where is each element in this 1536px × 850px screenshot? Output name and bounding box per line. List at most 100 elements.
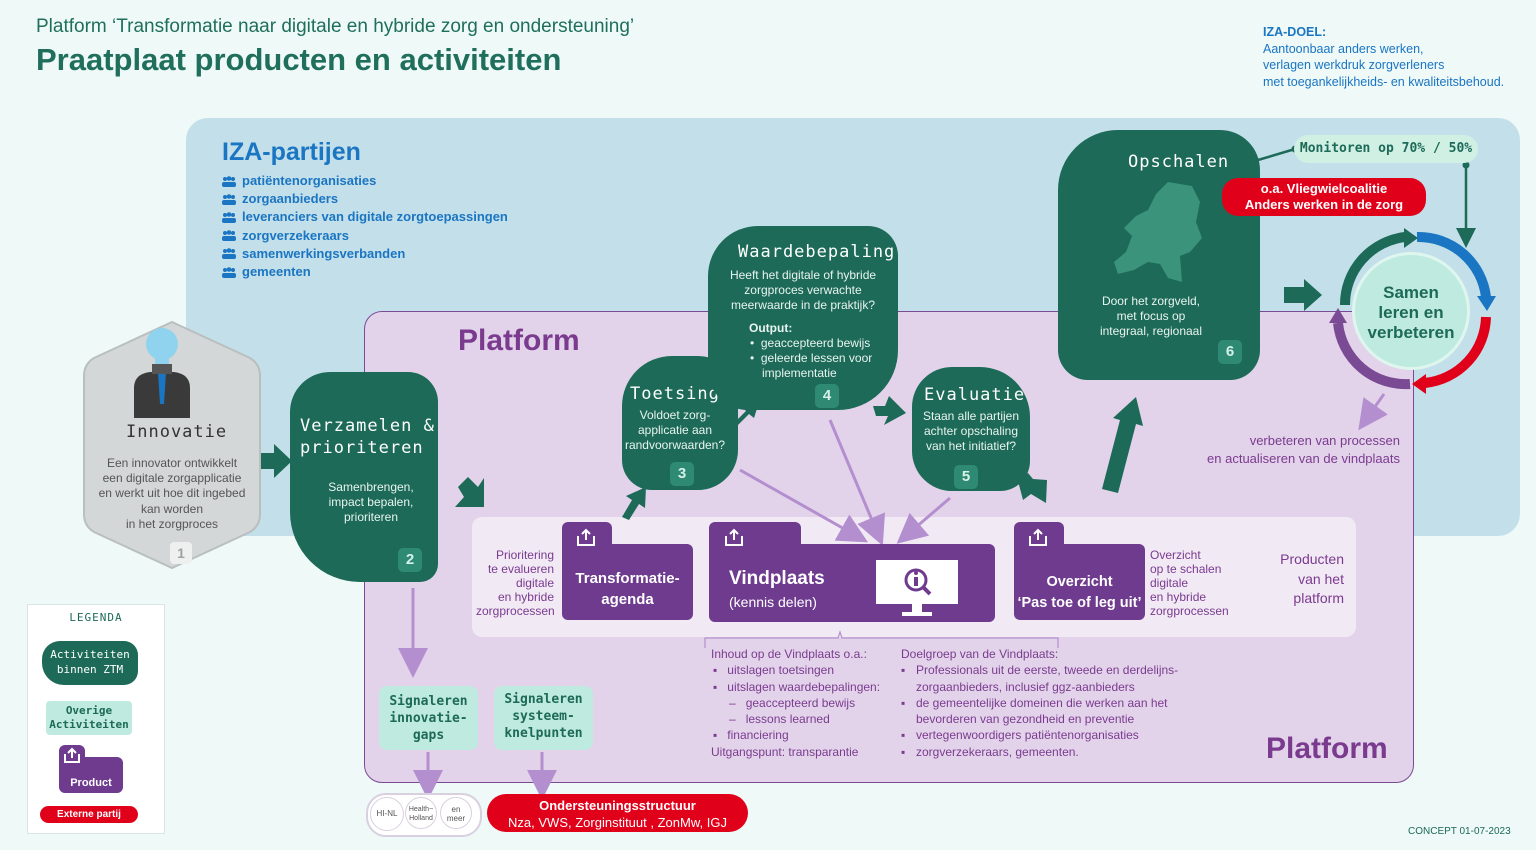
iza-party-label: patiëntenorganisaties [242, 173, 377, 188]
signaleren-line: Signaleren [504, 692, 583, 707]
vindplaats-subtitle: (kennis delen) [729, 594, 817, 610]
transformatie-agenda-product[interactable]: Transformatie- agenda [562, 544, 693, 620]
arrow-opschalen-to-samen [1284, 279, 1322, 311]
page-title: Praatplaat producten en activiteiten [36, 42, 562, 77]
samen-line: verbeteren [1367, 323, 1455, 342]
legend: LEGENDA Activiteiten binnen ZTM Overige … [27, 604, 165, 834]
opschalen-desc-line: integraal, regionaal [1099, 324, 1203, 338]
evaluatie-blob: Evaluatie Staan alle partijen achter ops… [912, 367, 1030, 491]
toetsing-desc-line: applicatie aan [637, 423, 713, 437]
verbeteren-text: verbeteren van processen en actualiseren… [1190, 432, 1400, 468]
overzicht-title: Overzicht ‘Pas toe of leg uit’ [1014, 572, 1145, 614]
inhoud-footer: Uitgangspunt: transparantie [711, 744, 859, 759]
org-health-holland: Health~ Holland [405, 797, 437, 829]
overzicht-product[interactable]: Overzicht ‘Pas toe of leg uit’ [1014, 544, 1145, 620]
arrow-waarde-to-vindplaats [828, 419, 886, 546]
inhoud-sub-text: geaccepteerd bewijs [745, 695, 856, 710]
opschalen-desc-line: Door het zorgveld, [1101, 294, 1201, 308]
innovatie-desc-line: en werkt uit hoe dit ingebed [98, 486, 246, 501]
vliegwiel-line: o.a. Vliegwielcoalitie [1260, 181, 1388, 196]
innovatie-desc-line: in het zorgproces [125, 516, 219, 531]
samen-line: leren en [1378, 303, 1444, 322]
iza-party-label: samenwerkingsverbanden [242, 245, 406, 261]
iza-party-label: zorgaanbieders [242, 191, 339, 207]
verzamelen-blob: Verzamelen & prioriteren Samenbrengen, i… [290, 372, 438, 582]
upload-icon [1029, 528, 1047, 546]
waardebepaling-output: implementatie [750, 366, 872, 381]
overzicht-title-line: ‘Pas toe of leg uit’ [1017, 595, 1142, 611]
legend-overige-line: Activiteiten [49, 718, 129, 731]
inhoud-title: Inhoud op de Vindplaats o.a.: [711, 647, 867, 661]
waardebepaling-blob: Waardebepaling Heeft het digitale of hyb… [708, 226, 898, 410]
signaleren-line: systeem- [512, 709, 575, 724]
evaluatie-desc-line: Staan alle partijen [922, 409, 1020, 423]
toetsing-desc-line: randvoorwaarden? [624, 438, 726, 452]
iza-party-label: zorgverzekeraars [242, 227, 349, 243]
waardebepaling-output-text: geaccepteerd bewijs [760, 336, 871, 350]
samen-line: Samen [1383, 283, 1439, 302]
waardebepaling-output-text: implementatie [762, 366, 837, 380]
toetsing-blob: Toetsing Voldoet zorg- applicatie aan ra… [622, 356, 738, 490]
arrow-innovatie-to-verzamelen [250, 444, 292, 478]
innovatie-desc-line: Een innovator ontwikkelt [106, 456, 238, 470]
arrow-samen-to-verbeteren [1358, 393, 1388, 431]
doelgroep-item: ▪Professionals uit de eerste, tweede en … [901, 663, 1179, 694]
signaleren-line: Signaleren [389, 694, 468, 709]
iza-party-list: patiëntenorganisaties zorgaanbieders lev… [222, 172, 508, 281]
header-subtitle: Platform ‘Transformatie naar digitale en… [36, 16, 635, 37]
arrow-verzamelen-to-agenda [455, 477, 484, 507]
doelgroep-text: vertegenwoordigers patiëntenorganisaties [916, 728, 1139, 743]
overzicht-side-line: op te schalen [1150, 562, 1222, 576]
innovatie-shape [83, 320, 261, 570]
overzicht-side-line: digitale [1150, 576, 1189, 590]
verzamelen-desc-line: prioriteren [343, 510, 399, 524]
legend-overige-line: Overige [65, 704, 113, 717]
legend-title: LEGENDA [69, 611, 123, 624]
toetsing-desc-line: Voldoet zorg- [639, 408, 711, 422]
iza-goal-line: verlagen werkdruk zorgverleners [1263, 58, 1445, 72]
doelgroep-item: ▪vertegenwoordigers patiëntenorganisatie… [901, 728, 1139, 743]
evaluatie-desc: Staan alle partijen achter opschaling va… [912, 409, 1030, 454]
platform-title-bottom: Platform [1266, 732, 1388, 765]
opschalen-blob: Opschalen Door het zorgveld, met focus o… [1058, 130, 1260, 380]
verzamelen-desc-line: Samenbrengen, [328, 480, 414, 494]
org-en-meer: en meer [440, 797, 472, 829]
iza-party: samenwerkingsverbanden [222, 245, 508, 263]
arrow-to-opschalen [1102, 397, 1143, 493]
doelgroep-text: Professionals uit de eerste, tweede en d… [916, 663, 1179, 678]
org-health-holland-line: Health~ [408, 806, 434, 813]
waardebepaling-desc-line: meerwaarde in de praktijk? [730, 298, 876, 312]
arrow-agenda-to-toetsing [622, 487, 646, 520]
doelgroep-text: zorgaanbieders, inclusief ggz-aanbieders [916, 679, 1135, 694]
arrow-evaluatie-to-vindplaats [896, 496, 951, 544]
producten-label-line: van het [1298, 570, 1344, 587]
waardebepaling-output-label: Output: [749, 321, 793, 335]
overzicht-side-line: en hybride [1150, 590, 1207, 604]
opschalen-desc-line: met focus op [1116, 309, 1186, 323]
waardebepaling-output-text: geleerde lessen voor [760, 351, 873, 365]
connector-opschalen-monitoren [1257, 147, 1296, 162]
legend-activiteiten-line: Activiteiten [50, 648, 130, 661]
people-icon [222, 266, 236, 278]
arrow-toetsing-to-vindplaats [739, 468, 869, 543]
samen-leren-circle: Samen leren en verbeteren [1352, 252, 1470, 370]
waardebepaling-desc-line: Heeft het digitale of hybride [729, 268, 877, 282]
overzicht-side-line: Overzicht [1150, 548, 1201, 562]
org-en-meer-line: meer [446, 814, 466, 823]
verzamelen-title: Verzamelen & prioriteren [300, 415, 435, 459]
iza-party-label: leveranciers van digitale zorgtoepassing… [242, 209, 508, 225]
evaluatie-desc-line: van het initiatief? [925, 439, 1017, 453]
inhoud-item: ▪ uitslagen toetsingen [713, 663, 835, 678]
ondersteuning-title: Ondersteuningsstructuur [539, 798, 696, 813]
arrow-evaluatie-to-overzicht [1018, 473, 1047, 503]
agenda-title: Transformatie- agenda [562, 568, 693, 610]
upload-icon [725, 528, 743, 546]
step-number-1: 1 [170, 542, 192, 564]
folder-tab [709, 522, 801, 546]
opschalen-desc: Door het zorgveld, met focus op integraa… [1058, 294, 1244, 339]
people-icon [222, 212, 236, 223]
overzicht-title-line: Overzicht [1046, 574, 1113, 590]
inhoud-item-text: uitslagen waardebepalingen: [727, 679, 881, 694]
legend-activiteiten: Activiteiten binnen ZTM [42, 641, 138, 685]
doelgroep-text: zorgverzekeraars, gemeenten. [916, 744, 1079, 759]
